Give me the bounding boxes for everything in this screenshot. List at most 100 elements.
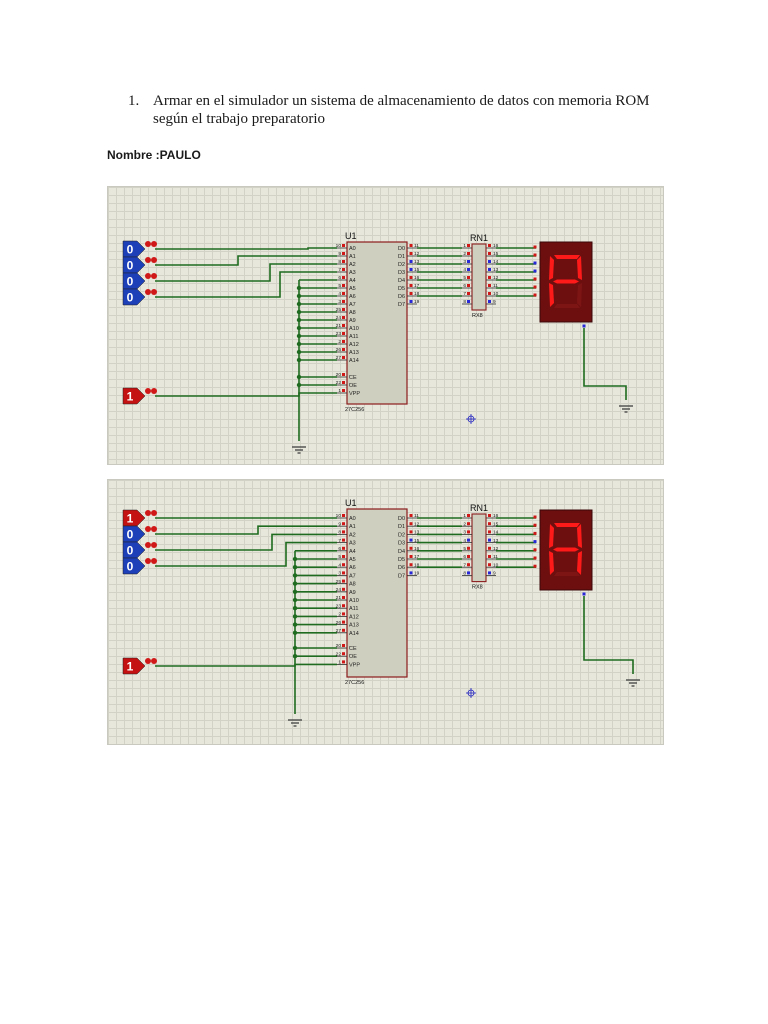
rom-pin-number: 12 <box>414 251 420 257</box>
rom-pin-number: 6 <box>338 546 341 552</box>
junction-dot <box>296 317 302 323</box>
junction-dot <box>296 349 302 355</box>
rom-pin-label: A5 <box>349 286 356 292</box>
pin-marker <box>342 620 345 624</box>
rn-pin-number: 7 <box>463 291 466 297</box>
pin-marker <box>533 253 537 257</box>
pin-marker <box>409 563 413 567</box>
rn-pin-number: 3 <box>463 259 466 265</box>
rom-pin-label: A10 <box>349 598 359 604</box>
pin-marker <box>409 260 413 263</box>
rom-pin-label: A8 <box>349 310 356 316</box>
rom-pin-label: A2 <box>349 532 356 538</box>
pin-marker <box>342 284 345 287</box>
rom-pin-number: 19 <box>414 571 420 577</box>
rom-pin-number: 7 <box>338 267 341 273</box>
pin-marker <box>342 324 345 327</box>
logic-state-value: 1 <box>127 660 134 674</box>
rom-pin-number: 6 <box>338 275 341 281</box>
pin-marker <box>409 555 413 558</box>
probe-dot <box>145 510 151 516</box>
rom-pin-number: 9 <box>338 521 341 527</box>
rom-pin-number: 9 <box>338 251 341 257</box>
rom-pin-number: 24 <box>336 315 342 321</box>
junction-dot <box>292 630 298 635</box>
rom-pin-number: 16 <box>414 546 420 552</box>
rom-pin-number: 15 <box>414 538 420 544</box>
probe-dot <box>151 289 157 295</box>
rom-pin-number: 25 <box>336 579 342 585</box>
pin-marker <box>467 538 470 542</box>
rn-pin-number: 15 <box>493 521 499 527</box>
logic-state-value: 0 <box>127 291 134 305</box>
rom-pin-number: 20 <box>336 643 342 649</box>
rom-pin-number: 3 <box>338 299 341 305</box>
pin-marker <box>488 260 491 263</box>
pin-marker <box>533 293 537 297</box>
list-number: 1. <box>128 93 140 109</box>
logic-state-icon <box>122 240 146 258</box>
rom-pin-number: 4 <box>338 291 341 297</box>
rom-pin-number: 2 <box>338 612 341 618</box>
probe-dot <box>151 542 157 548</box>
display-segment-d <box>554 572 580 576</box>
pin-marker <box>342 546 345 550</box>
rn-pin-number: 13 <box>493 538 499 544</box>
rom-pin-label: OE <box>349 383 357 389</box>
rom-pin-number: 12 <box>414 521 420 527</box>
pin-marker <box>342 300 345 303</box>
rom-pin-number: 17 <box>414 283 420 289</box>
rom-pin-label: A6 <box>349 565 356 571</box>
rom-pin-label: D7 <box>398 302 405 308</box>
rom-pin-label: CE <box>349 646 357 652</box>
pin-marker <box>488 546 491 550</box>
instruction-text: Armar en el simulador un sistema de alma… <box>153 93 650 127</box>
rom-pin-number: 4 <box>338 562 341 568</box>
rn-pin-number: 2 <box>463 521 466 527</box>
rom-chip-body <box>346 508 408 678</box>
probe-dot <box>145 273 151 279</box>
rn-pin-number: 11 <box>493 283 498 289</box>
rn-pin-number: 7 <box>463 562 466 568</box>
rom-pin-label: D2 <box>398 262 405 268</box>
rn-pin-number: 4 <box>463 267 466 273</box>
pin-marker <box>342 652 345 656</box>
logic-state-icon <box>122 657 146 675</box>
wire <box>155 255 337 266</box>
probe-dot <box>145 257 151 263</box>
pin-marker <box>467 268 470 271</box>
pin-marker <box>488 252 491 255</box>
rom-pin-label: A10 <box>349 326 359 332</box>
pin-marker <box>342 332 345 335</box>
pin-marker <box>342 563 345 567</box>
rom-part-number: 27C256 <box>345 407 364 413</box>
rn-pin-number: 9 <box>493 299 496 305</box>
rom-pin-label: A11 <box>349 606 358 612</box>
pin-marker <box>342 373 345 376</box>
logic-state-value: 1 <box>127 512 134 526</box>
rom-pin-label: A7 <box>349 302 356 308</box>
rom-pin-label: A9 <box>349 590 356 596</box>
rom-pin-number: 8 <box>338 259 341 265</box>
pin-marker <box>533 523 537 527</box>
pin-marker <box>467 546 470 550</box>
rn-pin-number: 14 <box>493 530 499 536</box>
rom-pin-label: A6 <box>349 294 356 300</box>
pin-marker <box>342 596 345 599</box>
junction-dot <box>296 357 302 363</box>
rn-pin-number: 16 <box>493 513 499 519</box>
pin-marker <box>533 556 537 560</box>
rom-pin-label: A1 <box>349 254 356 260</box>
rom-pin-number: 13 <box>414 530 420 536</box>
pin-marker <box>342 555 345 558</box>
junction-dot <box>292 622 298 627</box>
resistor-network-reference: RN1 <box>470 503 488 513</box>
pin-marker <box>409 522 413 526</box>
display-segment-e <box>549 283 554 307</box>
pin-marker <box>342 628 345 632</box>
rom-pin-label: D5 <box>398 286 405 292</box>
rn-pin-number: 6 <box>463 283 466 289</box>
wire <box>583 328 627 400</box>
